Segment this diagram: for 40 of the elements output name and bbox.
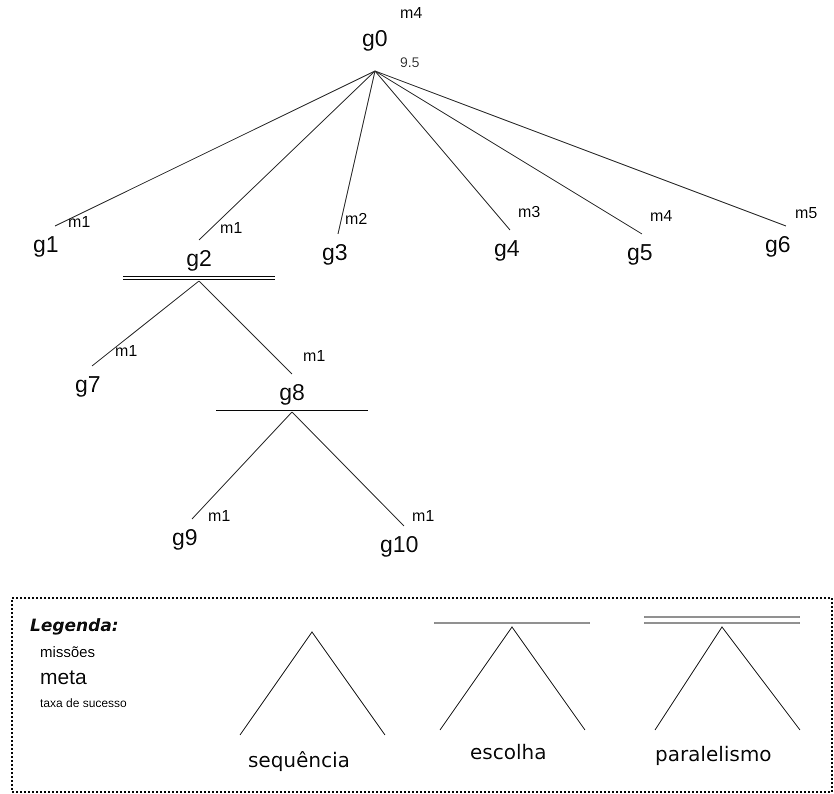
mission-label: m1	[115, 343, 138, 361]
decomposed-goal: g8	[216, 374, 368, 411]
mission-label: m1	[303, 348, 326, 366]
tree-link	[54, 70, 376, 226]
tree-link	[374, 70, 642, 234]
mission-label: m5	[795, 205, 818, 223]
mission-label: m1	[208, 508, 230, 526]
goal-label: g9	[172, 519, 198, 549]
goal-label: g0	[362, 20, 388, 70]
goal-label: g6	[765, 226, 791, 256]
success-rate-label: taxa de sucesso	[40, 696, 127, 710]
mission-label: m1	[412, 508, 434, 526]
goal-label: g7	[75, 366, 101, 396]
goal-label: g4	[494, 230, 520, 260]
goal-label: g3	[322, 234, 348, 264]
legend-label: sequência	[248, 748, 350, 772]
goal-label: meta	[40, 666, 87, 690]
mission-label: m3	[518, 204, 540, 222]
mission-label: m2	[345, 211, 368, 229]
tree-link	[92, 280, 200, 366]
tree-link	[192, 412, 292, 520]
tree-link	[198, 280, 292, 374]
mission-label: m1	[68, 214, 90, 232]
decomposed-goal: g2	[123, 240, 275, 280]
mission-label: missões	[40, 644, 96, 661]
mission-label: m1	[220, 220, 242, 238]
tree-link	[292, 412, 404, 526]
mission-label: m4	[650, 208, 672, 226]
tree-link	[374, 70, 786, 226]
goal-label: g10	[380, 526, 418, 556]
goal-label: g1	[33, 226, 59, 256]
legend-label: paralelismo	[655, 742, 772, 766]
success-rate-label: 9.5	[400, 53, 420, 71]
goal-label: g5	[627, 234, 653, 264]
tree-link	[374, 70, 510, 230]
tree-link	[338, 70, 376, 234]
tree-link	[198, 70, 376, 240]
legend-label: escolha	[470, 740, 546, 764]
legend-title: Legenda:	[30, 616, 119, 636]
mission-label: m4	[400, 5, 422, 23]
